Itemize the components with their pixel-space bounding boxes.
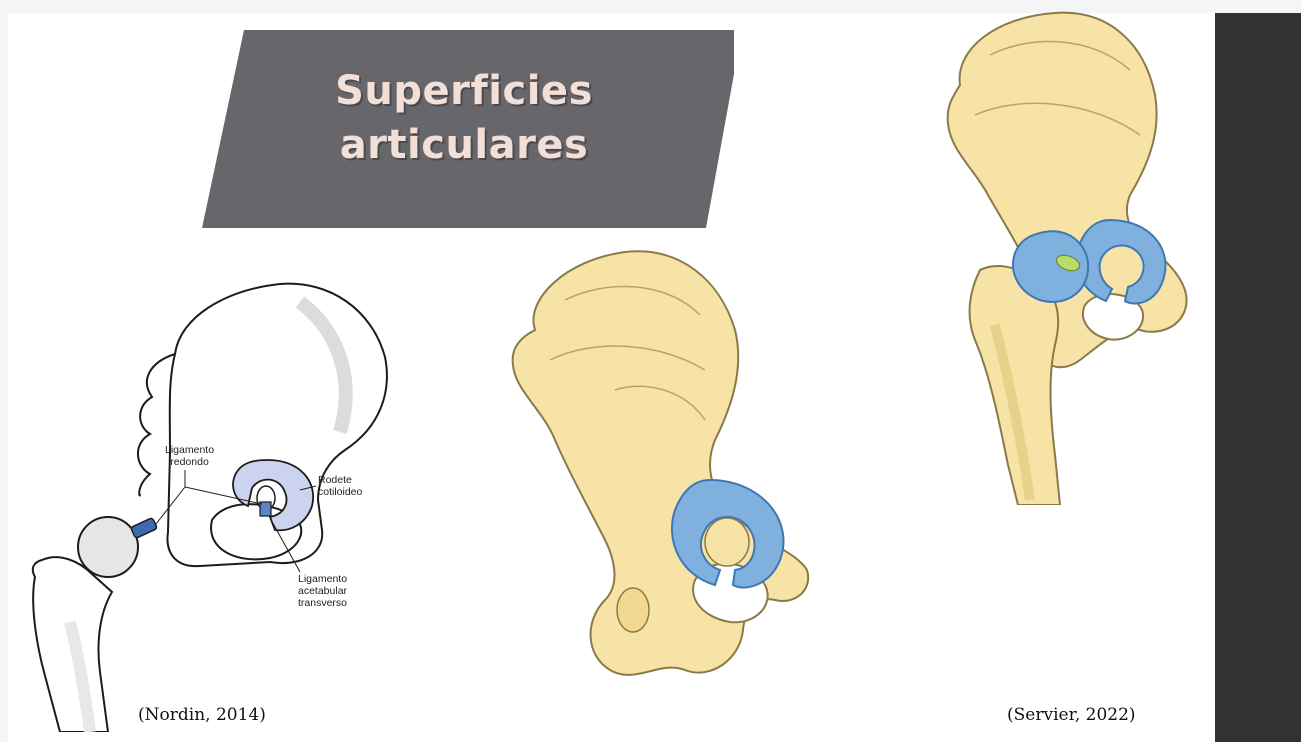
- title-banner: Superficies articulares: [194, 28, 734, 228]
- label-rodete-cotiloideo: Rodete cotiloideo: [318, 474, 362, 498]
- label-ligamento-transverso-line-2: acetabular: [298, 585, 347, 597]
- slide-title: Superficies articulares: [194, 64, 734, 172]
- label-ligamento-transverso-line-1: Ligamento: [298, 573, 347, 585]
- hip-joint-with-femur-icon: [930, 5, 1200, 505]
- label-rodete-cotiloideo-line-1: Rodete: [318, 474, 362, 486]
- caption-servier: (Servier, 2022): [1007, 705, 1136, 725]
- side-panel: [1215, 13, 1301, 742]
- label-ligamento-transverso-line-3: transverso: [298, 597, 347, 609]
- hip-bone-acetabulum-icon: [495, 240, 815, 700]
- hip-bone-illustration: [495, 240, 815, 700]
- label-ligamento-redondo: Ligamento redondo: [165, 444, 214, 468]
- label-ligamento-redondo-line-2: redondo: [165, 456, 214, 468]
- caption-nordin: (Nordin, 2014): [138, 705, 266, 725]
- label-ligamento-redondo-line-1: Ligamento: [165, 444, 214, 456]
- hip-joint-diagram: Ligamento redondo Rodete cotiloideo Liga…: [0, 262, 420, 732]
- slide-title-line-2: articulares: [194, 118, 734, 172]
- label-rodete-cotiloideo-line-2: cotiloideo: [318, 486, 362, 498]
- label-ligamento-transverso: Ligamento acetabular transverso: [298, 573, 347, 609]
- hip-joint-femur-illustration: [930, 5, 1200, 505]
- slide-title-line-1: Superficies: [194, 64, 734, 118]
